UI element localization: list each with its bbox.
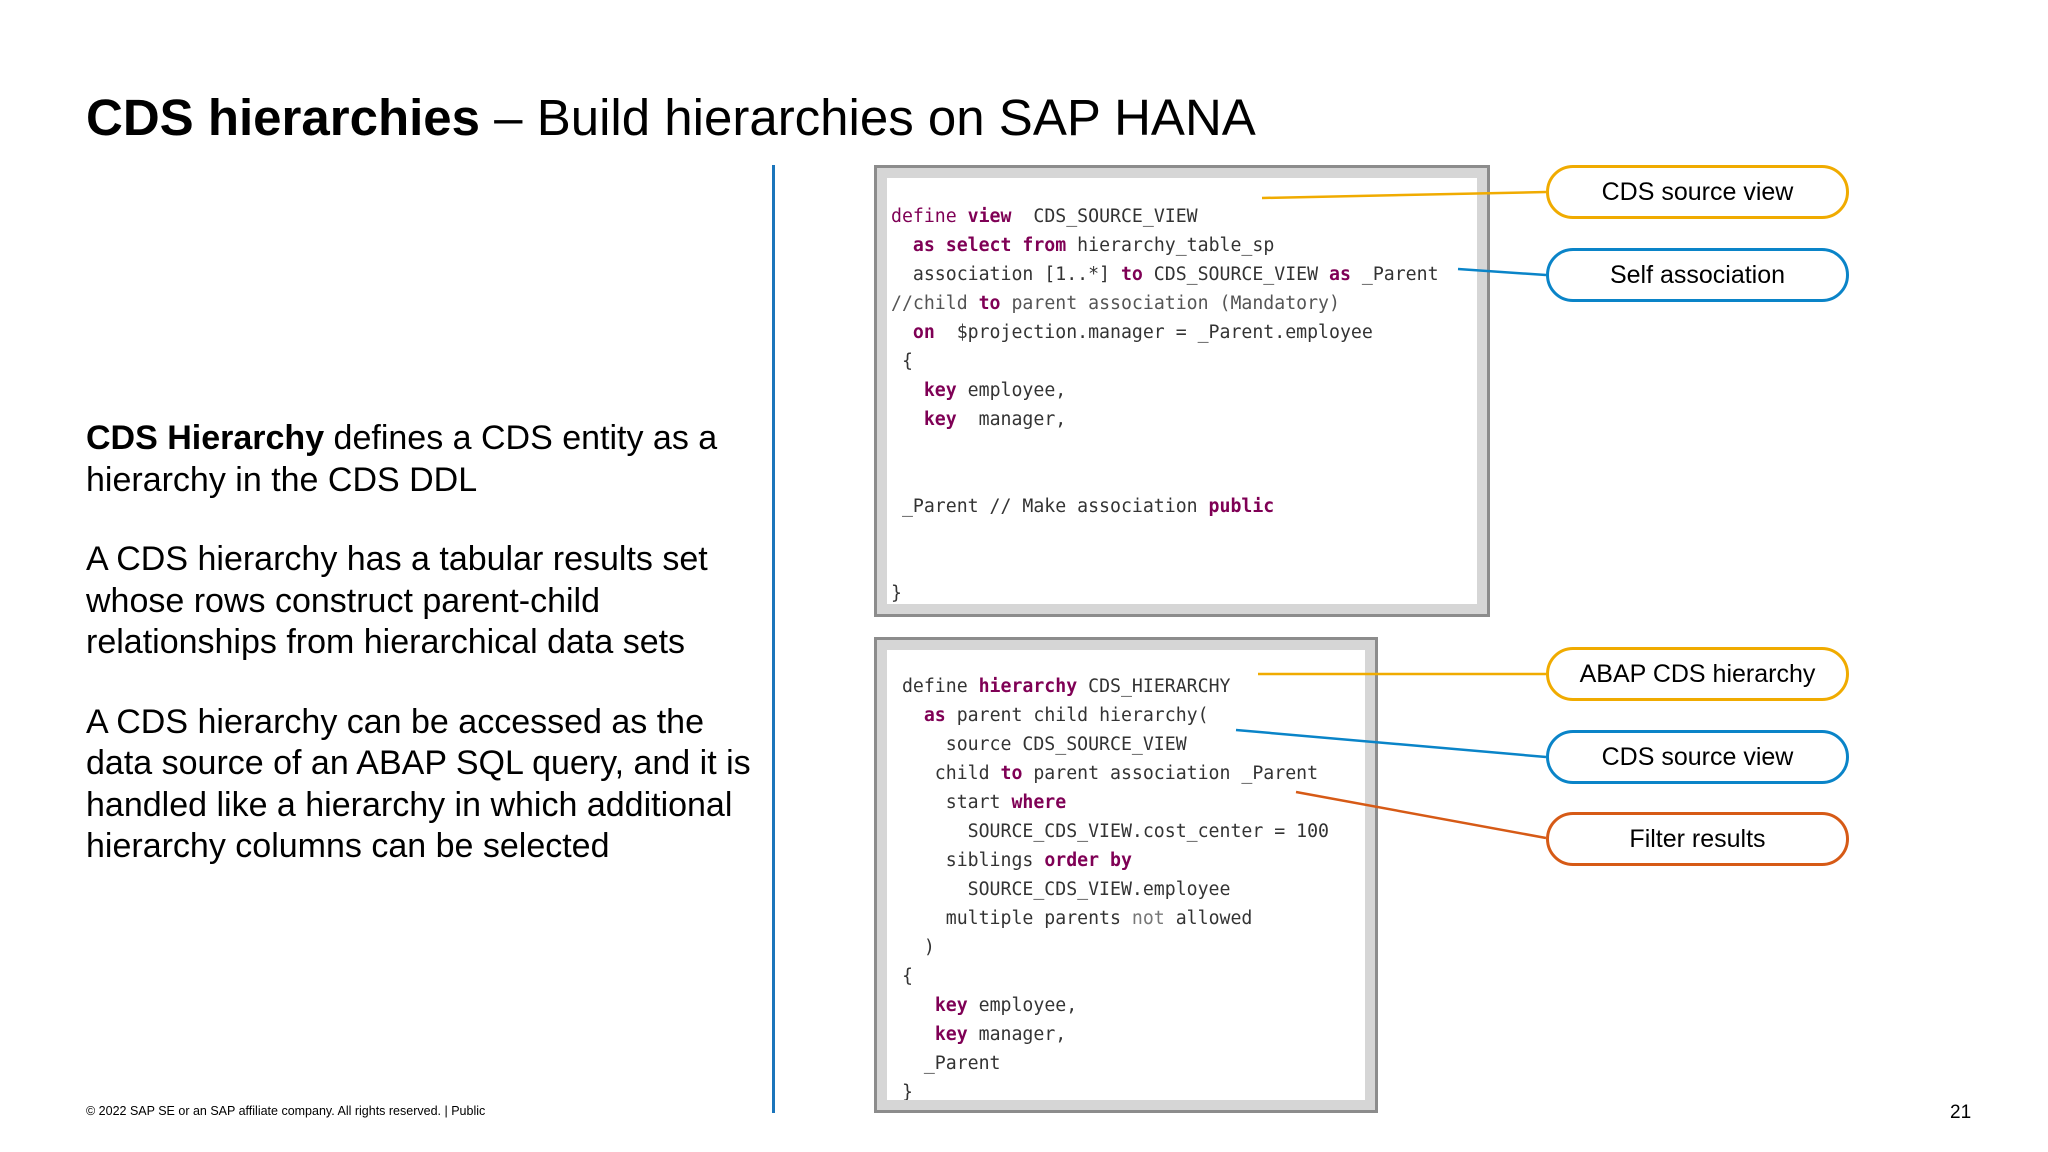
vertical-divider [772,165,775,1113]
paragraph-3-text: A CDS hierarchy can be accessed as the d… [86,702,751,866]
paragraph-1-bold: CDS Hierarchy [86,419,325,457]
code-source-view-line: } [891,583,902,604]
footer-copyright: © 2022 SAP SE or an SAP affiliate compan… [86,1104,486,1118]
code-hierarchy-line: { [891,966,913,987]
code-hierarchy-line: child to parent association _Parent [891,763,1319,784]
code-hierarchy-line: key manager, [934,1024,1067,1045]
code-source-view-line [891,521,1477,550]
paragraph-2-text: A CDS hierarchy has a tabular results se… [86,540,708,661]
code-hierarchy-line: ) [891,937,935,958]
callout-cds-source-view-1: CDS source view [1546,165,1849,219]
callout-self-association: Self association [1546,248,1849,302]
paragraph-1: CDS Hierarchy defines a CDS entity as a … [86,418,776,501]
code-hierarchy-line: start where [891,792,1067,813]
title-rest: – Build hierarchies on SAP HANA [480,89,1256,146]
code-text-hierarchy: define hierarchy CDS_HIERARCHY as parent… [887,650,1365,1100]
code-source-view-line: on $projection.manager = _Parent.employe… [912,322,1373,343]
code-hierarchy-line: key employee, [934,995,1078,1016]
code-hierarchy-line: define hierarchy CDS_HIERARCHY [891,676,1231,697]
callout-filter-results: Filter results [1546,812,1849,866]
code-source-view-line: //child to parent association (Mandatory… [891,293,1340,314]
paragraph-1-text: defines a CDS entity as a hierarchy in t… [86,419,718,499]
code-source-view-line: association [1..*] to CDS_SOURCE_VIEW as… [891,264,1439,285]
code-source-view-line: key manager, [923,409,1067,430]
code-hierarchy-line: SOURCE_CDS_VIEW.employee [891,879,1231,900]
code-source-view-line: define view CDS_SOURCE_VIEW [891,206,1198,227]
code-hierarchy-line: _Parent [891,1053,1001,1074]
code-hierarchy-line: source CDS_SOURCE_VIEW [891,734,1187,755]
title-bold: CDS hierarchies [86,89,481,146]
code-source-view-line: key employee, [923,380,1067,401]
code-block-hierarchy: define hierarchy CDS_HIERARCHY as parent… [874,637,1378,1113]
paragraph-2: A CDS hierarchy has a tabular results se… [86,539,776,664]
slide-title: CDS hierarchies – Build hierarchies on S… [86,86,1256,150]
code-source-view-line: { [891,351,913,372]
code-block-source-view: define view CDS_SOURCE_VIEW as select fr… [874,165,1490,617]
paragraph-3: A CDS hierarchy can be accessed as the d… [86,702,776,868]
code-source-view-line: _Parent // Make association public [891,496,1275,517]
code-source-view-line: as select from hierarchy_table_sp [912,235,1275,256]
code-hierarchy-line: } [891,1082,913,1100]
callout-cds-source-view-2: CDS source view [1546,730,1849,784]
code-source-view-line [891,463,1477,492]
code-text-source-view: define view CDS_SOURCE_VIEW as select fr… [887,178,1477,604]
callout-abap-cds-hierarchy: ABAP CDS hierarchy [1546,647,1849,701]
page-number: 21 [1950,1102,1972,1123]
code-hierarchy-line: siblings order by [891,850,1132,871]
code-hierarchy-line: SOURCE_CDS_VIEW.cost_center = 100 [891,821,1329,842]
code-hierarchy-line: as parent child hierarchy( [923,705,1209,726]
body-text: CDS Hierarchy defines a CDS entity as a … [86,418,776,906]
code-source-view-line [891,434,1477,463]
code-source-view-line [891,550,1477,579]
code-hierarchy-line: multiple parents not allowed [891,908,1253,929]
